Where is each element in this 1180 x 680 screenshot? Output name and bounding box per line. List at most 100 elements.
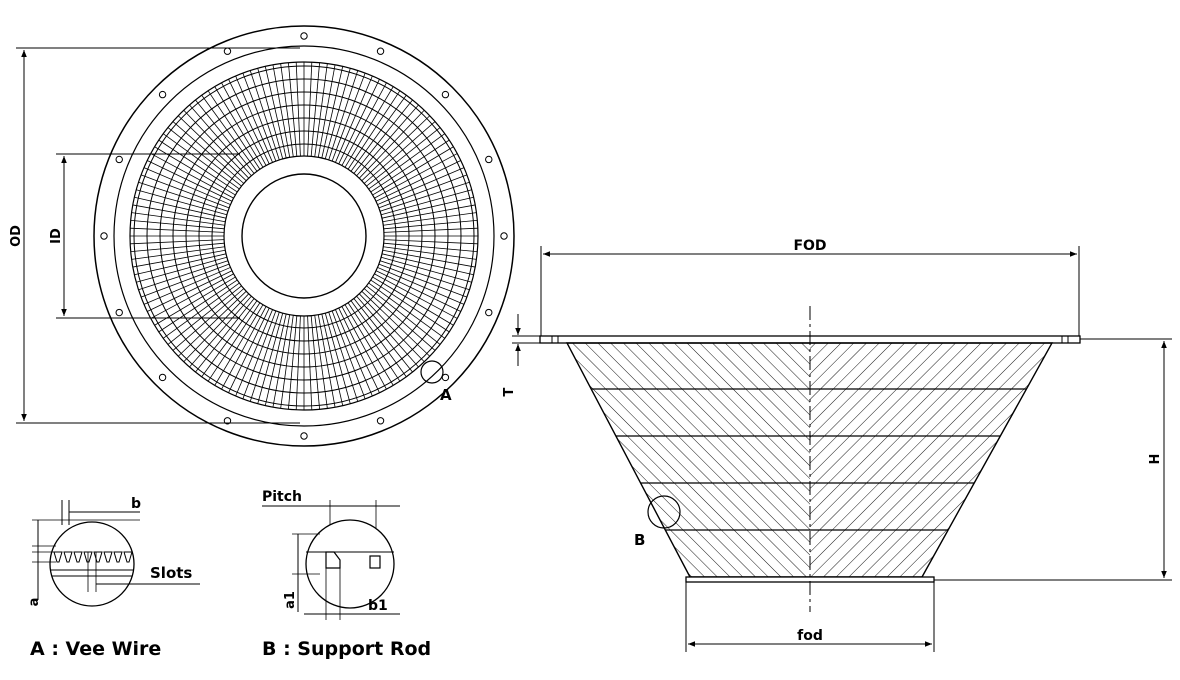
screen-spoke <box>158 279 238 333</box>
screen-spoke <box>381 189 472 216</box>
screen-spoke <box>356 295 419 368</box>
screen-spoke <box>335 309 373 397</box>
screen-spoke <box>288 315 298 410</box>
screen-spoke <box>361 290 431 357</box>
screen-spoke <box>201 94 258 172</box>
screen-spoke <box>183 293 250 363</box>
screen-spoke <box>131 246 225 260</box>
screen-spoke <box>338 307 380 393</box>
screen-spoke <box>383 246 477 260</box>
screen-spoke <box>328 70 359 161</box>
bolt-hole <box>500 232 508 240</box>
screen-spoke <box>314 315 328 409</box>
screen-spoke <box>177 290 247 357</box>
vee-wire-profile <box>113 551 123 563</box>
screen-spoke <box>207 302 261 382</box>
screen-spoke <box>375 160 461 202</box>
screen-spoke <box>143 167 231 205</box>
detail-a: b a Slots A : Vee Wire <box>27 496 200 660</box>
screen-spoke <box>158 139 238 193</box>
screen-spoke <box>257 68 284 159</box>
screen-spoke <box>374 273 458 319</box>
detail-b-caption: B : Support Rod <box>262 638 431 660</box>
bolt-hole <box>441 373 450 382</box>
support-rod-left <box>325 551 341 569</box>
screen-spoke <box>353 298 413 373</box>
bolt-hole <box>300 432 308 440</box>
a-label: a <box>27 598 42 607</box>
screen-spoke <box>328 311 359 402</box>
screen-outer-circle <box>129 61 479 411</box>
bolt-hole <box>485 155 493 164</box>
screen-spoke <box>249 70 280 161</box>
screen-spoke <box>140 174 230 209</box>
screen-spoke <box>189 104 252 177</box>
screen-spoke <box>378 263 468 298</box>
screen-spoke <box>280 315 294 409</box>
screen-spoke <box>382 249 476 268</box>
screen-spoke <box>136 256 227 283</box>
a1-label: a1 <box>283 591 298 609</box>
screen-spoke <box>172 288 245 351</box>
bolt-hole <box>441 90 450 99</box>
screen-spoke <box>147 270 233 312</box>
screen-spoke <box>162 133 240 190</box>
detail-a-marker-circle <box>420 360 444 384</box>
bolt-hole <box>485 308 493 317</box>
screen-spoke <box>378 174 468 209</box>
screen-spoke <box>317 314 336 408</box>
screen-spoke <box>321 313 344 406</box>
detail-a-marker-label: A <box>440 386 452 404</box>
screen-spoke <box>134 196 227 219</box>
screen-spoke <box>264 66 287 159</box>
screen-spoke <box>358 109 425 179</box>
screen-spoke <box>272 314 291 408</box>
side-view: FOD T H fod B <box>502 238 1172 652</box>
b-label: b <box>131 496 141 512</box>
bolt-hole <box>158 90 167 99</box>
bolt-hole <box>376 417 385 425</box>
bolt-hole <box>115 308 123 317</box>
screen-spoke <box>138 181 229 212</box>
screen-spoke <box>361 115 431 182</box>
flange-inner-circle <box>113 45 495 427</box>
screen-spoke <box>363 288 436 351</box>
bolt-holes <box>100 32 508 440</box>
screen-spoke <box>381 196 474 219</box>
screen-spoke <box>366 285 441 345</box>
screen-spoke <box>201 300 258 378</box>
screen-spoke <box>214 304 264 386</box>
screen-spoke <box>370 139 450 193</box>
screen-spoke <box>136 189 227 216</box>
screen-spoke <box>130 220 225 230</box>
fod-small-label: fod <box>797 628 823 644</box>
screen-spoke <box>295 315 301 410</box>
screen-spoke <box>150 153 234 199</box>
screen-spoke <box>288 62 298 157</box>
screen-spoke <box>344 86 394 168</box>
pitch-label: Pitch <box>262 489 302 505</box>
bolt-hole <box>158 373 167 382</box>
screen-spoke <box>195 99 255 174</box>
screen-spoke <box>383 220 478 230</box>
screen-spoke <box>130 242 225 252</box>
screen-spoke <box>257 313 284 404</box>
screen-spoke <box>307 315 313 410</box>
vee-wire-profile <box>103 551 113 563</box>
screen-spoke <box>235 75 273 163</box>
screen-spoke <box>331 72 366 162</box>
screen-spoke <box>310 62 320 157</box>
od-label: OD <box>9 225 24 247</box>
screen-spoke <box>132 204 226 223</box>
screen-spoke <box>147 160 233 202</box>
screen-spoke <box>370 279 450 333</box>
screen-spoke <box>134 253 227 276</box>
screen-spoke <box>207 90 261 170</box>
bolt-hole <box>376 47 385 55</box>
screen-spoke <box>228 79 270 165</box>
screen-spoke <box>132 249 226 268</box>
detail-b-marker-circle <box>647 495 681 529</box>
screen-spoke <box>172 121 245 184</box>
screen-spoke <box>358 293 425 363</box>
screen-spoke <box>382 204 476 223</box>
